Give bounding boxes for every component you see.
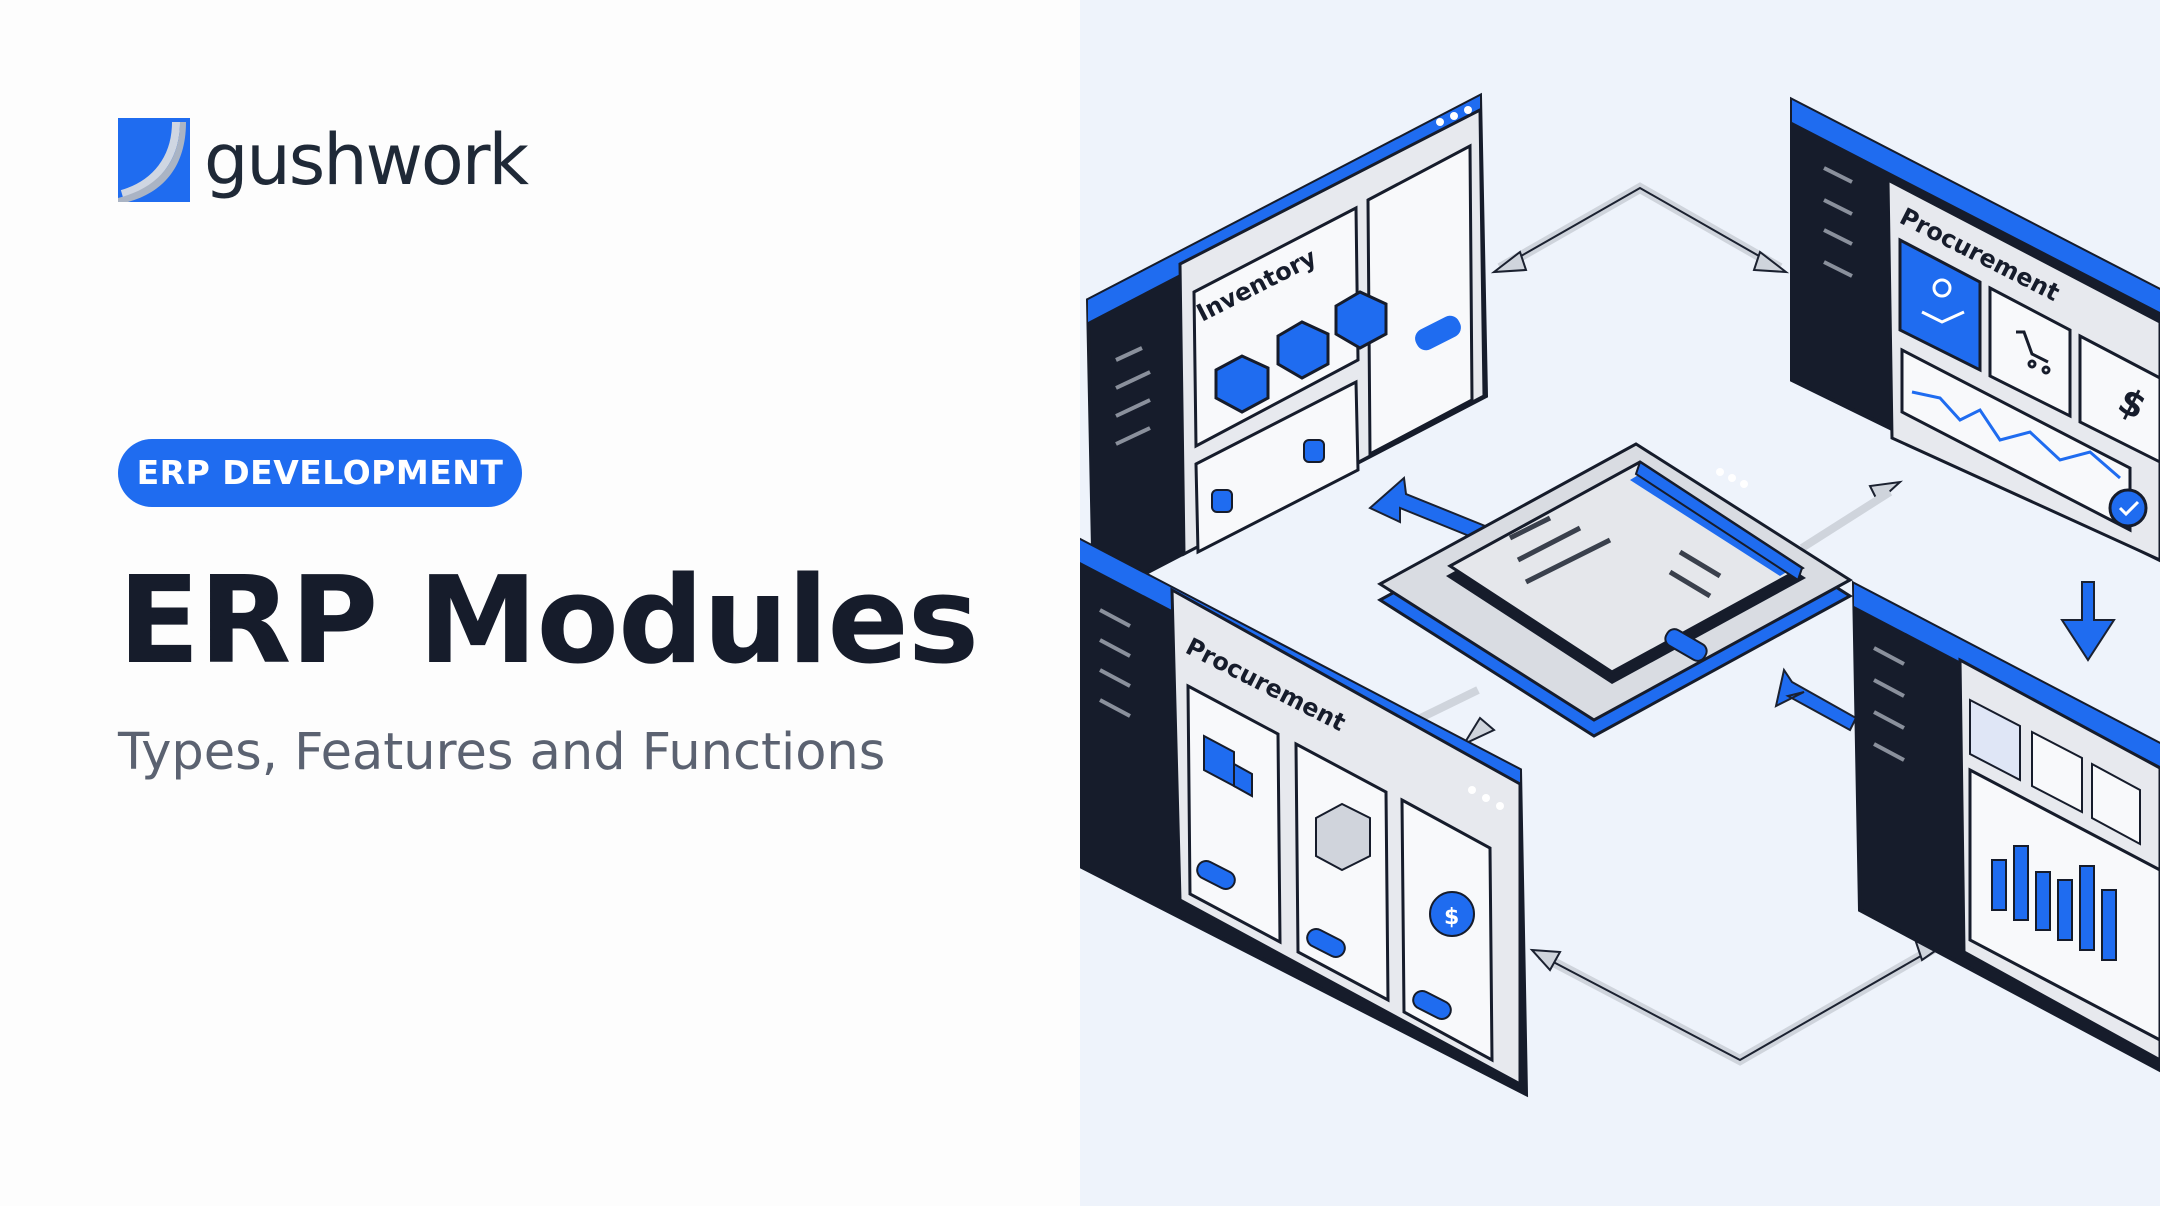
brand-logo: gushwork <box>118 118 529 202</box>
bar-chart-graphic <box>1991 845 2117 961</box>
erp-illustration: Inventory Procurement <box>1080 0 2160 1206</box>
page-title: ERP Modules <box>118 552 979 691</box>
box-icon-bottom <box>1315 802 1371 872</box>
logo-mark-icon <box>118 118 190 202</box>
connector-arrows <box>1497 182 1943 1066</box>
brand-name: gushwork <box>204 119 529 201</box>
box-icon <box>1214 290 1388 414</box>
isometric-modules-illustration: Inventory Procurement <box>1080 92 2160 1098</box>
page-subtitle: Types, Features and Functions <box>118 723 886 782</box>
blue-arrows <box>1368 475 2116 732</box>
procurement-panel-top: Procurement $ <box>1790 96 2160 563</box>
truck-icon <box>1203 734 1253 798</box>
check-icon <box>2108 488 2148 528</box>
category-tag: ERP DEVELOPMENT <box>118 439 522 507</box>
money-bag-icon <box>1429 891 1475 937</box>
inventory-panel: Inventory <box>1085 92 1489 604</box>
hero-left-panel: gushwork ERP DEVELOPMENT ERP Modules Typ… <box>118 118 980 782</box>
cart-icon <box>2016 330 2051 375</box>
analytics-panel <box>1851 580 2160 1073</box>
central-hub-platform <box>1377 442 1853 738</box>
hand-coin-icon <box>1921 278 1965 324</box>
svg-text:$: $ <box>1444 905 1459 930</box>
procurement-panel-bottom: Procurement $ <box>1080 537 1529 1098</box>
